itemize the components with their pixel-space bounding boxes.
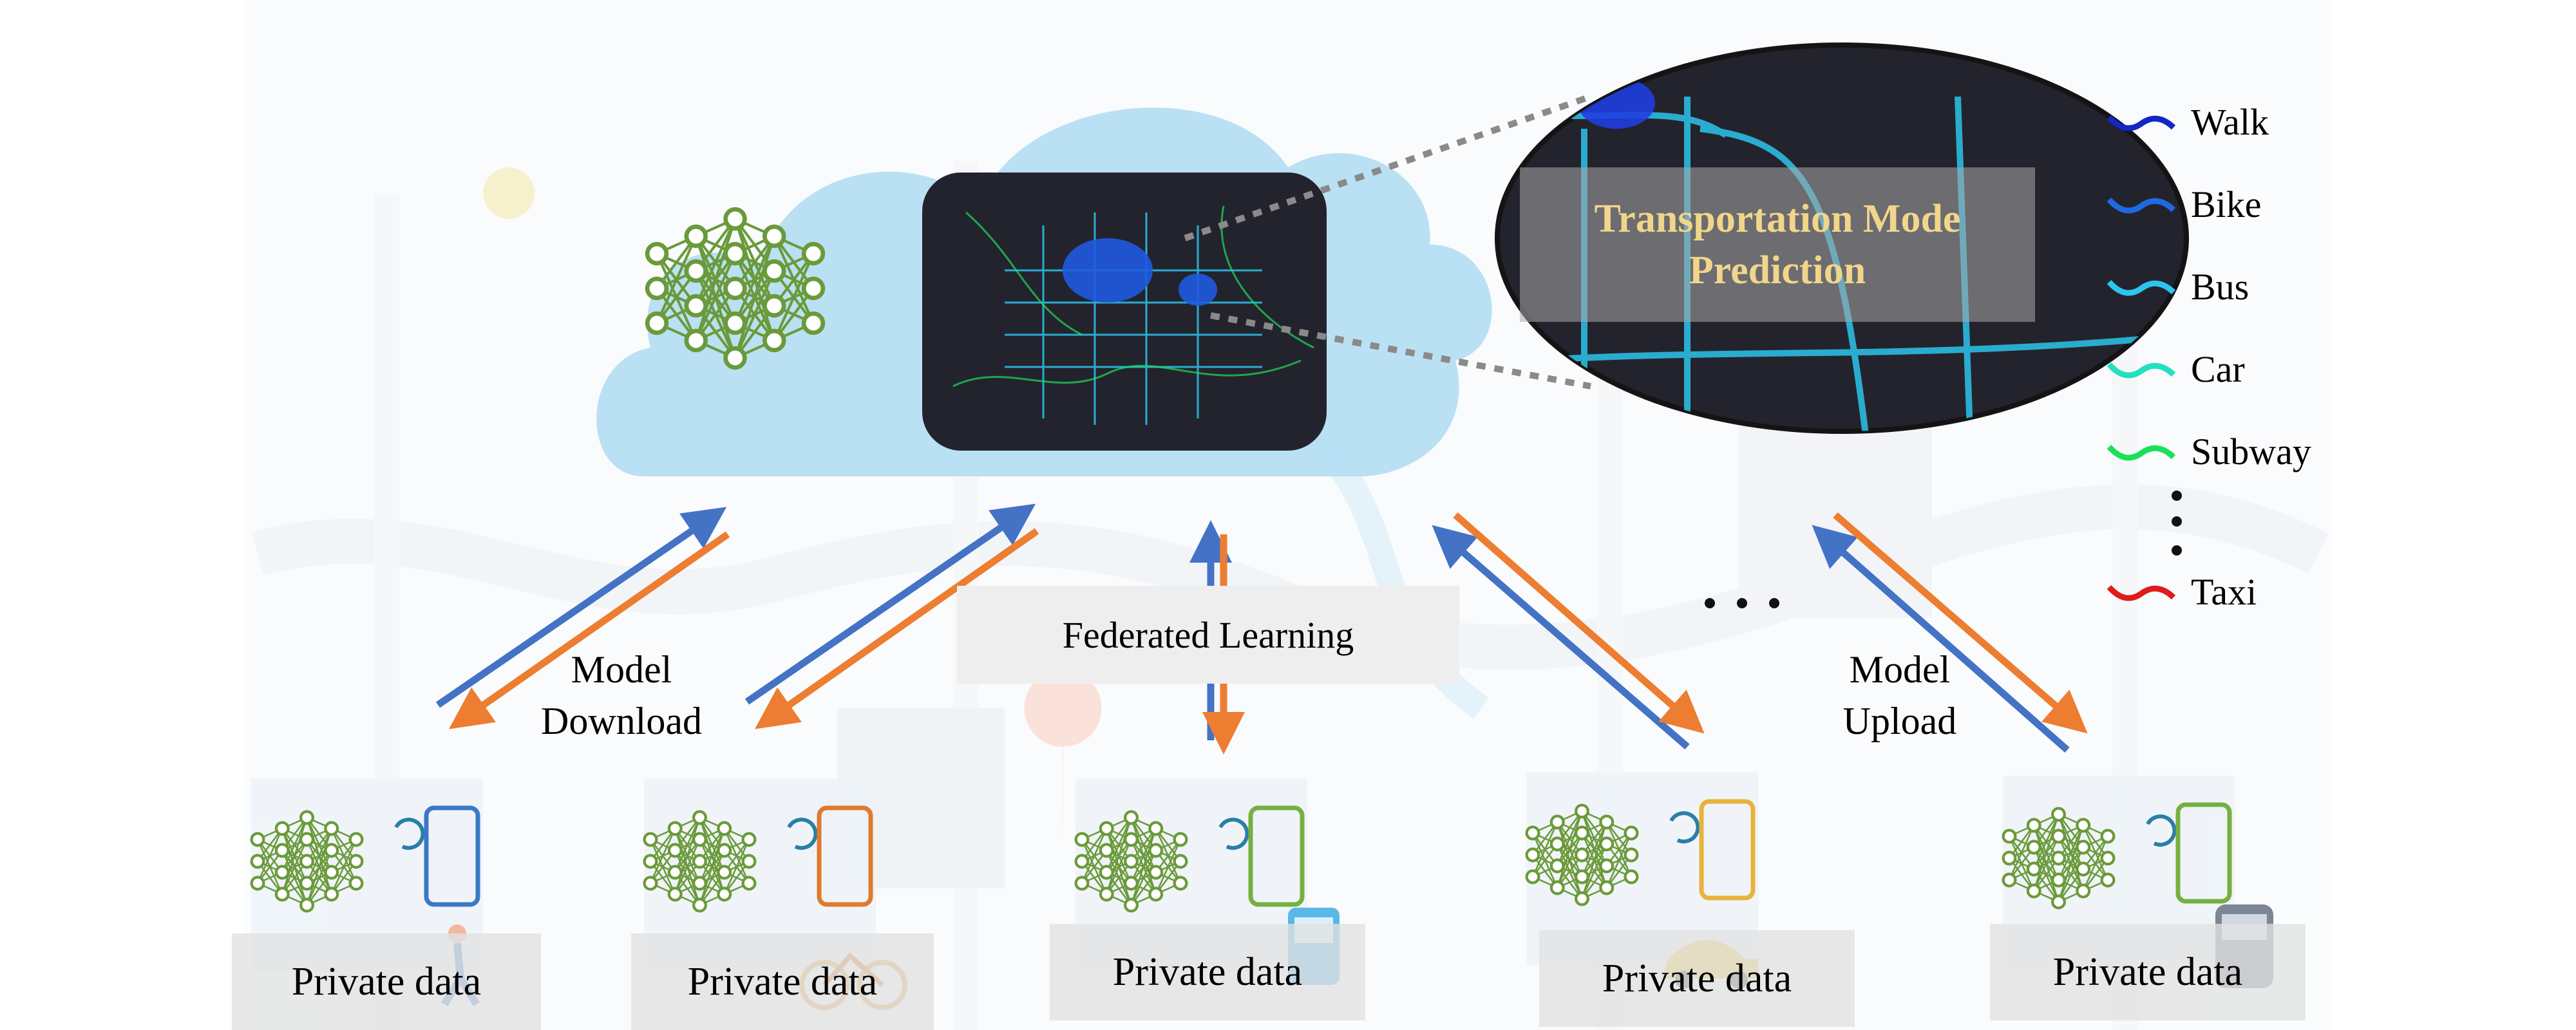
- legend-label: Bike: [2191, 183, 2262, 225]
- legend-item-walk: Walk: [2106, 97, 2269, 148]
- client-4-private-data: Private data: [1539, 930, 1855, 1027]
- legend-swatch: [2107, 444, 2176, 461]
- local-model-network-icon: [1074, 810, 1188, 913]
- location-pin-icon: [483, 167, 535, 219]
- local-model-network-icon: [1525, 803, 1639, 906]
- sync-icon: [394, 818, 425, 850]
- sync-icon: [787, 818, 818, 850]
- legend-swatch: [2107, 585, 2176, 601]
- legend-label: Car: [2191, 348, 2245, 390]
- model-upload-label: Model Upload: [1803, 644, 1996, 747]
- client-1-private-data: Private data: [232, 933, 541, 1030]
- global-model-network-icon: [645, 207, 826, 370]
- legend-item-subway: Subway: [2106, 426, 2311, 478]
- client-label: Private data: [2052, 950, 2243, 994]
- sync-icon: [1669, 811, 1700, 844]
- client-label: Private data: [1112, 950, 1303, 994]
- model-upload-line-2: Upload: [1842, 700, 1957, 742]
- legend-item-bike: Bike: [2106, 179, 2262, 230]
- client-2-private-data: Private data: [631, 933, 934, 1030]
- legend-label: Subway: [2191, 431, 2311, 473]
- client-label: Private data: [291, 959, 482, 1004]
- callout-title-line-2: Prediction: [1689, 248, 1866, 292]
- federated-learning-text: Federated Learning: [1062, 613, 1354, 656]
- location-pin-icon: [1024, 670, 1102, 850]
- local-model-network-icon: [643, 810, 757, 913]
- legend-swatch: [2107, 362, 2176, 379]
- legend-label: Bus: [2191, 266, 2249, 308]
- model-download-line-2: Download: [541, 700, 702, 742]
- federated-learning-label: Federated Learning: [957, 586, 1459, 684]
- local-model-network-icon: [2002, 807, 2116, 910]
- local-model-network-icon: [250, 810, 364, 913]
- client-label: Private data: [1602, 956, 1792, 1000]
- legend-label: Walk: [2191, 101, 2269, 143]
- client-3-private-data: Private data: [1050, 924, 1365, 1020]
- model-upload-line-1: Model: [1849, 648, 1951, 691]
- legend-more-dots: [2172, 491, 2182, 556]
- more-clients-dots: [1705, 598, 1779, 608]
- smartphone-icon: [424, 805, 480, 907]
- model-download-label: Model Download: [515, 644, 728, 747]
- smartphone-icon: [817, 805, 873, 907]
- legend-swatch: [2107, 279, 2176, 296]
- smartphone-icon: [1699, 799, 1756, 901]
- trajectory-map-panel: [922, 173, 1327, 451]
- model-download-line-1: Model: [571, 648, 672, 691]
- sync-icon: [1218, 818, 1249, 850]
- client-5-private-data: Private data: [1990, 924, 2306, 1020]
- sync-icon: [2146, 814, 2177, 847]
- legend-swatch: [2107, 115, 2176, 131]
- smartphone-icon: [2175, 802, 2232, 904]
- legend-label: Taxi: [2191, 571, 2257, 613]
- legend-item-bus: Bus: [2106, 261, 2249, 313]
- smartphone-icon: [1248, 805, 1305, 907]
- callout-title-line-1: Transportation Mode: [1594, 197, 1961, 241]
- legend-item-taxi: Taxi: [2106, 566, 2257, 618]
- legend-item-car: Car: [2106, 344, 2245, 395]
- legend-swatch: [2107, 197, 2176, 214]
- transportation-mode-prediction-title: Transportation Mode Prediction: [1520, 167, 2035, 322]
- model-exchange-arrows: [435, 503, 2088, 754]
- client-label: Private data: [687, 959, 878, 1004]
